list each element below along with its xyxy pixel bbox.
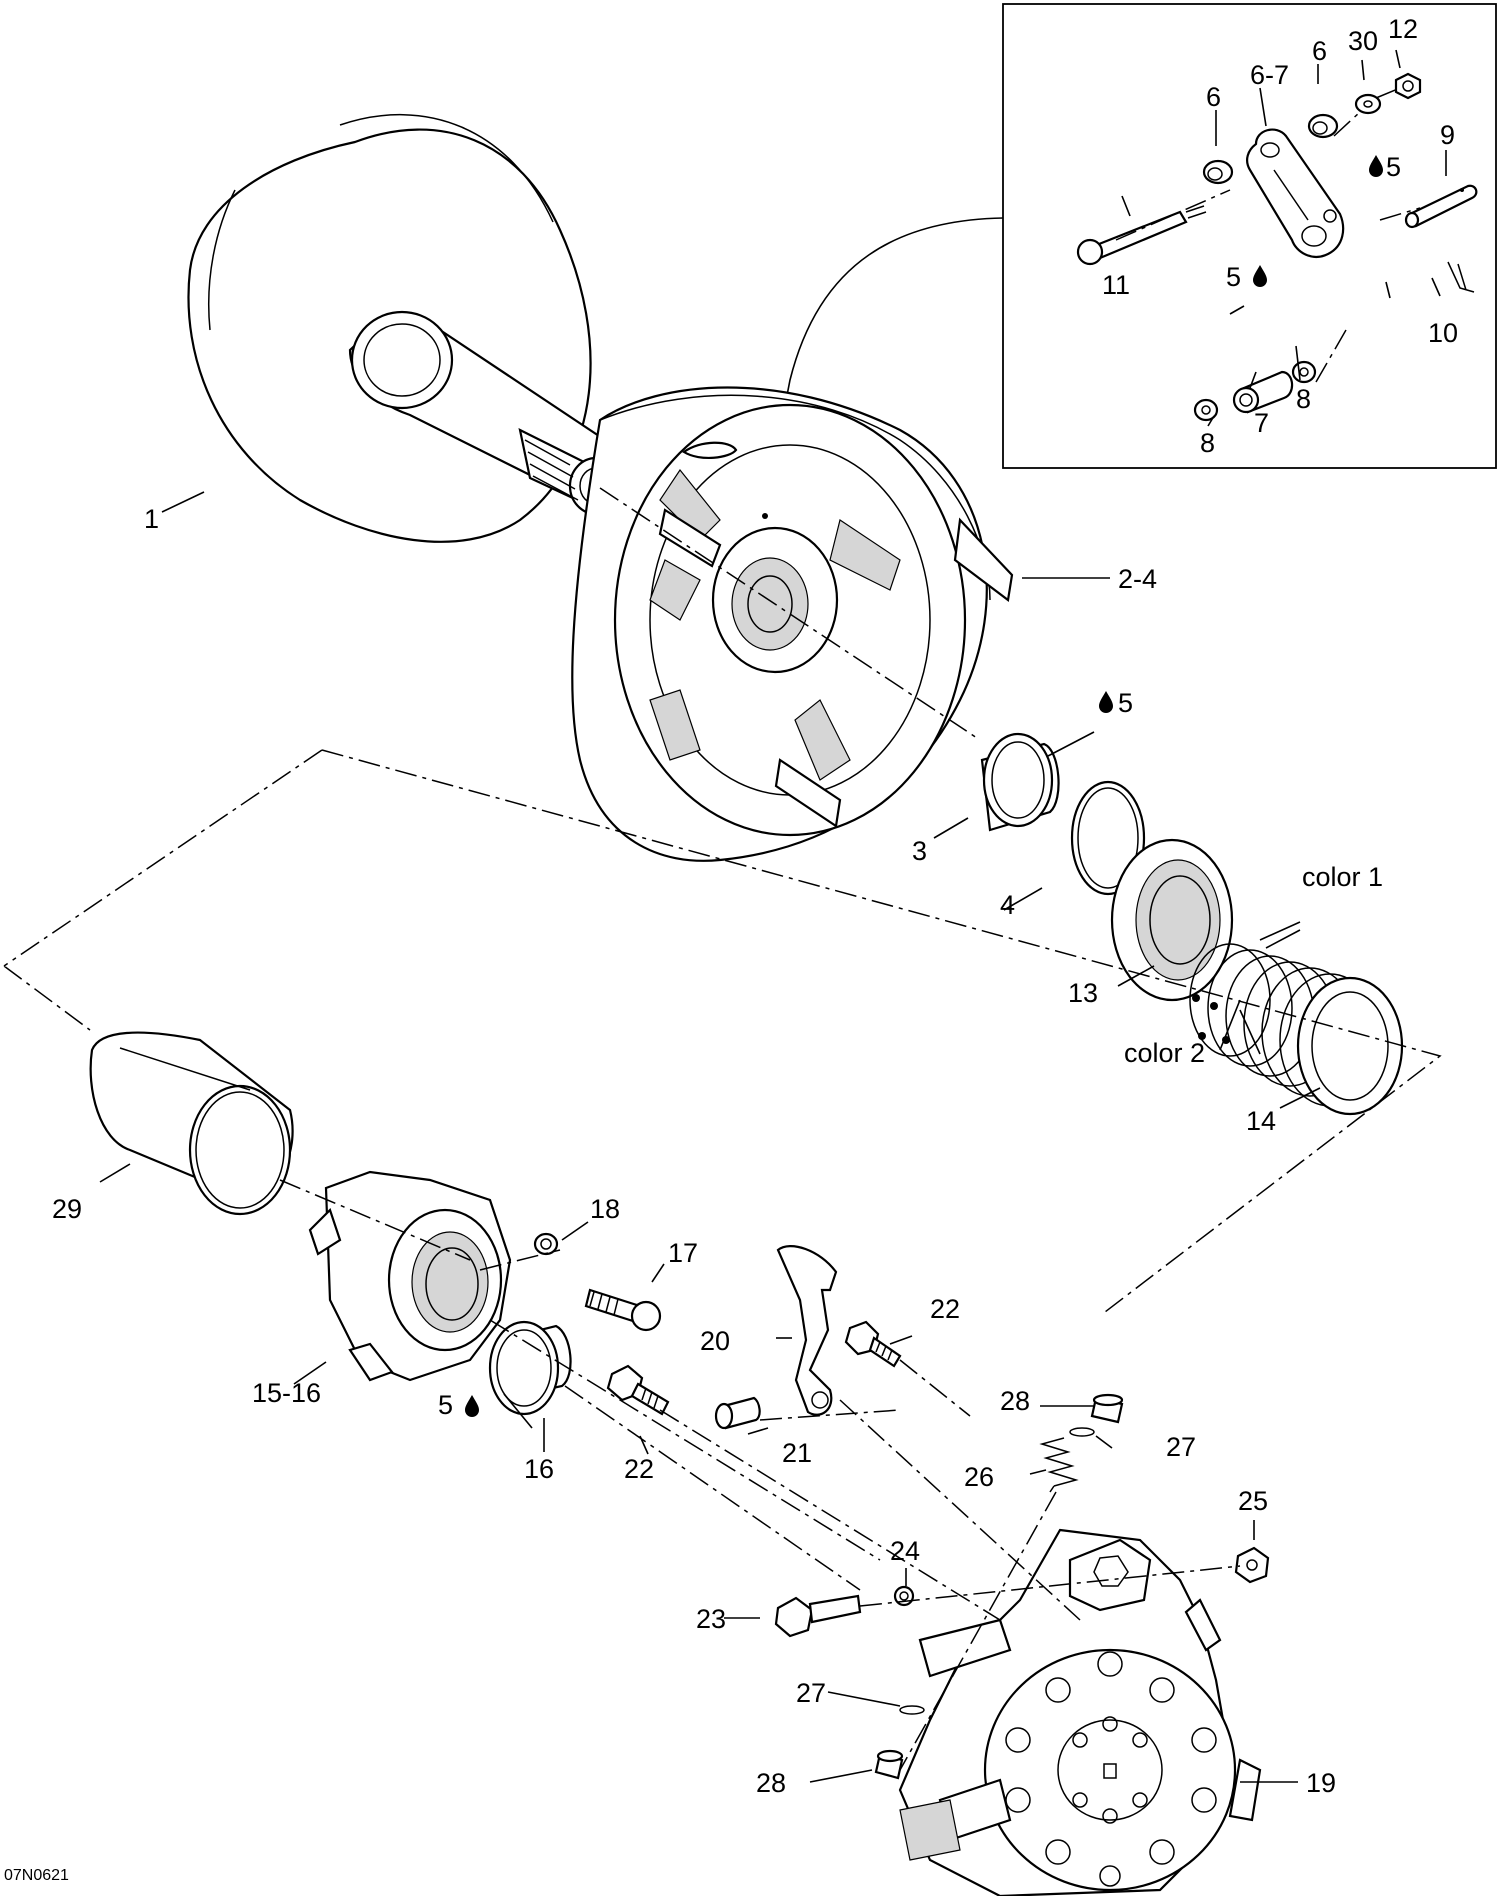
callout-6-7: 6-7 [1250,60,1289,90]
part-22-screw-lower [606,1364,670,1416]
callout-1: 1 [144,504,159,534]
callout-29: 29 [52,1194,82,1224]
part-25-nut [1234,1546,1270,1584]
callout-21: 21 [782,1438,812,1468]
part-16-bushing [488,1320,572,1416]
callout-22-lower: 22 [624,1454,654,1484]
assembly-boundary-line [3,749,1442,1313]
part-26-spring [1039,1437,1079,1493]
callout-5-hub: 5 [438,1390,453,1420]
part-27-shim-upper [1069,1427,1095,1437]
callout-6-right: 6 [1312,36,1327,66]
inset-parts [1076,72,1478,422]
exploded-axis-lines [279,487,1241,1771]
callout-28-lower: 28 [756,1768,786,1798]
callout-color-2: color 2 [1124,1038,1205,1068]
part-22-screw-upper [844,1320,902,1368]
callout-6-left: 6 [1206,82,1221,112]
cover-holes [1005,1651,1217,1887]
part-6-bushing-upper [1307,113,1339,139]
callout-9: 9 [1440,120,1455,150]
part-6-7-arm [1246,128,1345,258]
callout-25: 25 [1238,1486,1268,1516]
part-17-screw [584,1288,662,1332]
part-12-nut [1394,72,1422,100]
part-30-washer [1354,93,1382,115]
part-14-spring [1189,943,1404,1116]
callout-22-upper: 22 [930,1294,960,1324]
part-4-retaining-ring [1070,780,1146,896]
callout-5-sheave: 5 [1118,688,1133,718]
part-2-4-movable-sheave [571,386,1014,862]
part-7-sleeve [1232,370,1294,414]
part-27-shim-lower [899,1705,925,1715]
part-1-fixed-sheave [187,113,624,543]
callout-3: 3 [912,836,927,866]
part-23-bolt [774,1594,862,1638]
callout-17: 17 [668,1238,698,1268]
part-3-bushing [980,732,1060,832]
callout-16: 16 [524,1454,554,1484]
callout-14: 14 [1246,1106,1276,1136]
part-11-bolt [1076,205,1207,266]
callout-2-4: 2-4 [1118,564,1157,594]
callout-8-left: 8 [1200,428,1215,458]
leader-lines [99,49,1447,1783]
part-8-washer-b [1193,398,1219,422]
callout-28-upper: 28 [1000,1386,1030,1416]
part-9-pin [1404,184,1478,229]
callout-27-lower: 27 [796,1678,826,1708]
part-28-cap-upper [1090,1393,1124,1424]
callout-labels: 1 2-4 3 4 5 5 5 5 6 6 6-7 7 8 8 9 10 11 … [52,14,1458,1798]
callout-27-upper: 27 [1166,1432,1196,1462]
part-20-lever [776,1245,838,1416]
callout-26: 26 [964,1462,994,1492]
callout-15-16: 15-16 [252,1378,321,1408]
part-24-washer [893,1585,915,1607]
callout-24: 24 [890,1536,920,1566]
part-19-spider-cover [898,1528,1262,1896]
part-29-sleeve [89,1031,294,1216]
part-15-16-hub [308,1170,512,1382]
callout-4: 4 [1000,890,1015,920]
callout-19: 19 [1306,1768,1336,1798]
part-6-bushing-left [1202,159,1234,185]
part-21-pin [714,1396,761,1430]
callout-13: 13 [1068,978,1098,1008]
callout-20: 20 [700,1326,730,1356]
callout-12: 12 [1388,14,1418,44]
diagram-code: 07N0621 [4,1867,69,1884]
callout-18: 18 [590,1194,620,1224]
part-13-spring-seat [1110,838,1234,1002]
callout-23: 23 [696,1604,726,1634]
callout-7: 7 [1254,408,1269,438]
callout-8-right: 8 [1296,384,1311,414]
callout-5-inset-lower: 5 [1226,262,1241,292]
callout-10: 10 [1428,318,1458,348]
callout-30: 30 [1348,26,1378,56]
part-8-washer-a [1291,360,1317,384]
callout-color-1: color 1 [1302,862,1383,892]
part-10-clip [1447,261,1475,293]
part-18-washer [533,1232,559,1256]
detail-inset-box [771,3,1497,491]
part-28-cap-lower [874,1749,904,1780]
callout-5-inset-upper: 5 [1386,152,1401,182]
callout-11: 11 [1102,270,1130,300]
